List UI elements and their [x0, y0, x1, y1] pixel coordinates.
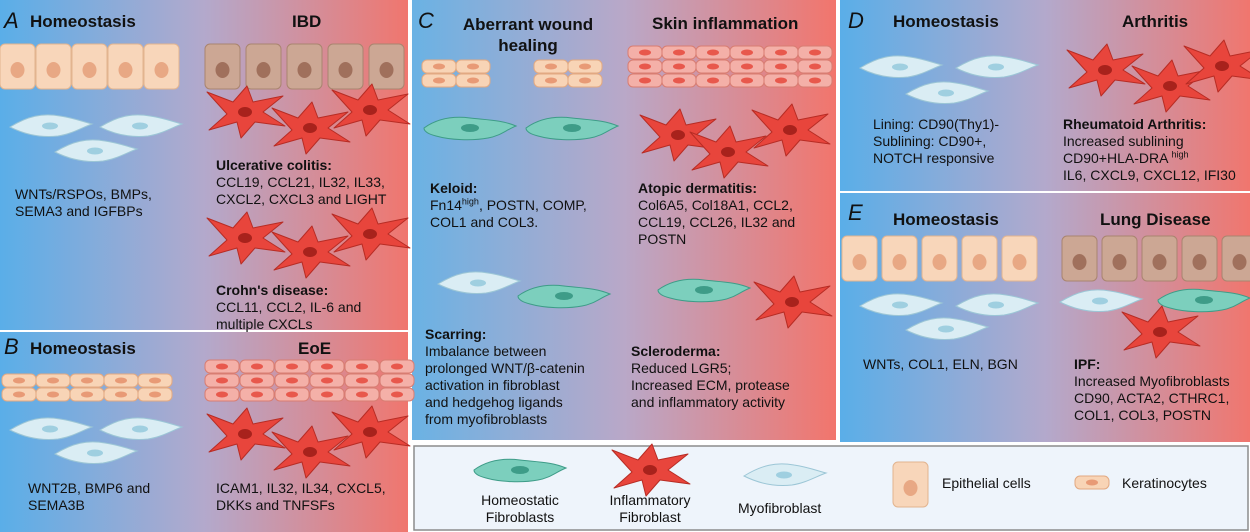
panel-c-scleroderma: Scleroderma: Reduced LGR5;Increased ECM,… — [631, 343, 790, 410]
panel-d-letter: D — [848, 8, 864, 33]
panel-e-lung-disease-title: Lung Disease — [1100, 210, 1211, 229]
panel-d-rheumatoid-arthritis: Rheumatoid Arthritis: Increased sublinin… — [1063, 116, 1236, 183]
panel-c-keloid: Keloid: Fn14high, POSTN, COMP, COL1 and … — [430, 180, 587, 230]
panel-c-skin-inflammation-title: Skin inflammation — [652, 14, 799, 33]
panel-d-homeostasis-markers: Lining: CD90(Thy1)-Sublining: CD90+,NOTC… — [873, 116, 1000, 166]
panel-c-letter: C — [418, 8, 434, 33]
panel-e-homeostasis-title: Homeostasis — [893, 210, 999, 229]
panel-c-atopic-dermatitis: Atopic dermatitis: Col6A5, Col18A1, CCL2… — [638, 180, 796, 247]
panel-b-eoe-title: EoE — [298, 339, 332, 358]
panel-a-letter: A — [4, 8, 19, 33]
panel-b-eoe-factors: ICAM1, IL32, IL34, CXCL5,DKKs and TNFSFs — [216, 480, 386, 513]
panel-a-ibd-title: IBD — [292, 12, 322, 31]
legend-keratinocyte-icon — [1074, 475, 1110, 490]
legend-box — [413, 445, 1249, 531]
panel-e-background — [840, 192, 1250, 442]
panel-b-homeostasis-title: Homeostasis — [30, 339, 136, 358]
panel-e-homeostasis-factors: WNTs, COL1, ELN, BGN — [863, 356, 1018, 372]
panel-a-homeostasis-factors: WNTs/RSPOs, BMPs,SEMA3 and IGFBPs — [15, 186, 152, 219]
legend-keratinocytes-label: Keratinocytes — [1122, 475, 1207, 491]
panel-a-ulcerative-colitis: Ulcerative colitis: CCL19, CCL21, IL32, … — [216, 157, 387, 207]
panel-d-arthritis-title: Arthritis — [1122, 12, 1189, 31]
legend-epithelial-cells-label: Epithelial cells — [942, 475, 1031, 491]
panel-d-homeostasis-title: Homeostasis — [893, 12, 999, 31]
panel-e-letter: E — [848, 200, 863, 225]
legend-epithelial-cell-icon — [892, 461, 929, 508]
panel-b-letter: B — [4, 334, 19, 359]
panel-a-homeostasis-title: Homeostasis — [30, 12, 136, 31]
legend-myofibroblast-label: Myofibroblast — [738, 500, 822, 516]
